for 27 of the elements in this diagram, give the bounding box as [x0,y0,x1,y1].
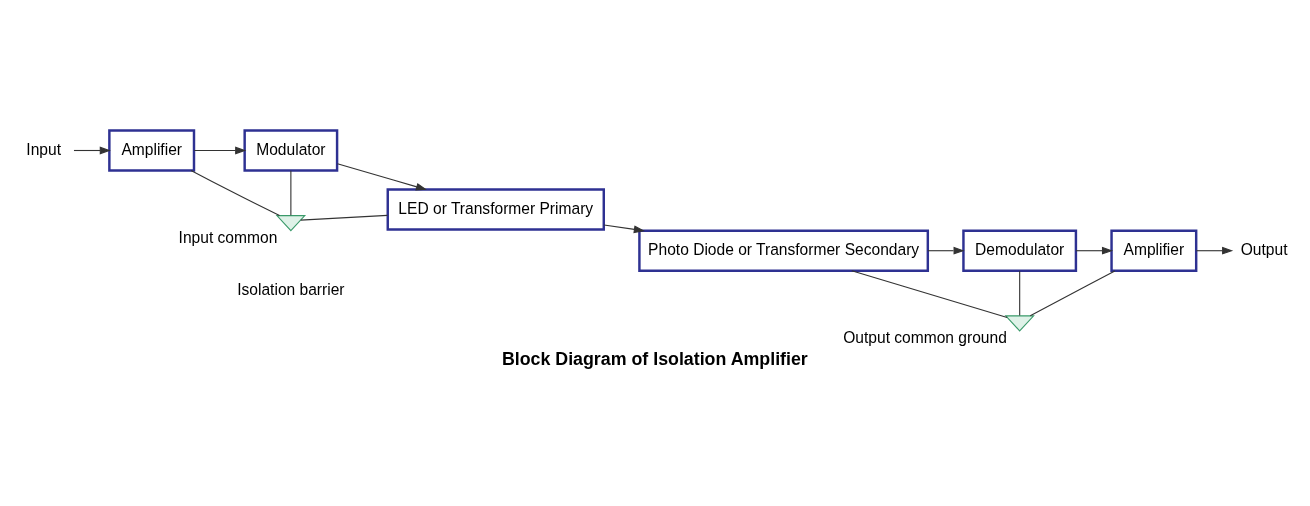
connector [190,169,281,216]
node-ground [1004,314,1035,332]
connector [300,214,388,221]
node-box: Amplifier [108,128,196,172]
arrow [927,246,965,255]
node-label: Input common [178,228,278,246]
arrow [603,223,645,233]
connector [290,169,292,216]
connector [1019,269,1021,316]
arrow [1195,246,1234,255]
node-label: Output common ground [843,328,1007,346]
node-ground [275,214,307,231]
caption: Block Diagram of Isolation Amplifier [501,348,808,369]
arrow [193,146,247,154]
node-box: Demodulator [962,228,1078,272]
arrow [336,162,428,190]
node-box: LED or Transformer Primary [386,187,605,231]
node-box: Photo Diode or Transformer Secondary [638,228,930,272]
connector [851,269,1008,318]
arrow [1075,246,1114,255]
node-text: Input [26,140,61,158]
node-text: Output [1240,240,1288,258]
label: Isolation barrier [237,280,345,298]
connector [1029,269,1116,316]
arrow [73,146,111,154]
node-box: Modulator [243,128,339,172]
node-box: Amplifier [1110,228,1198,272]
